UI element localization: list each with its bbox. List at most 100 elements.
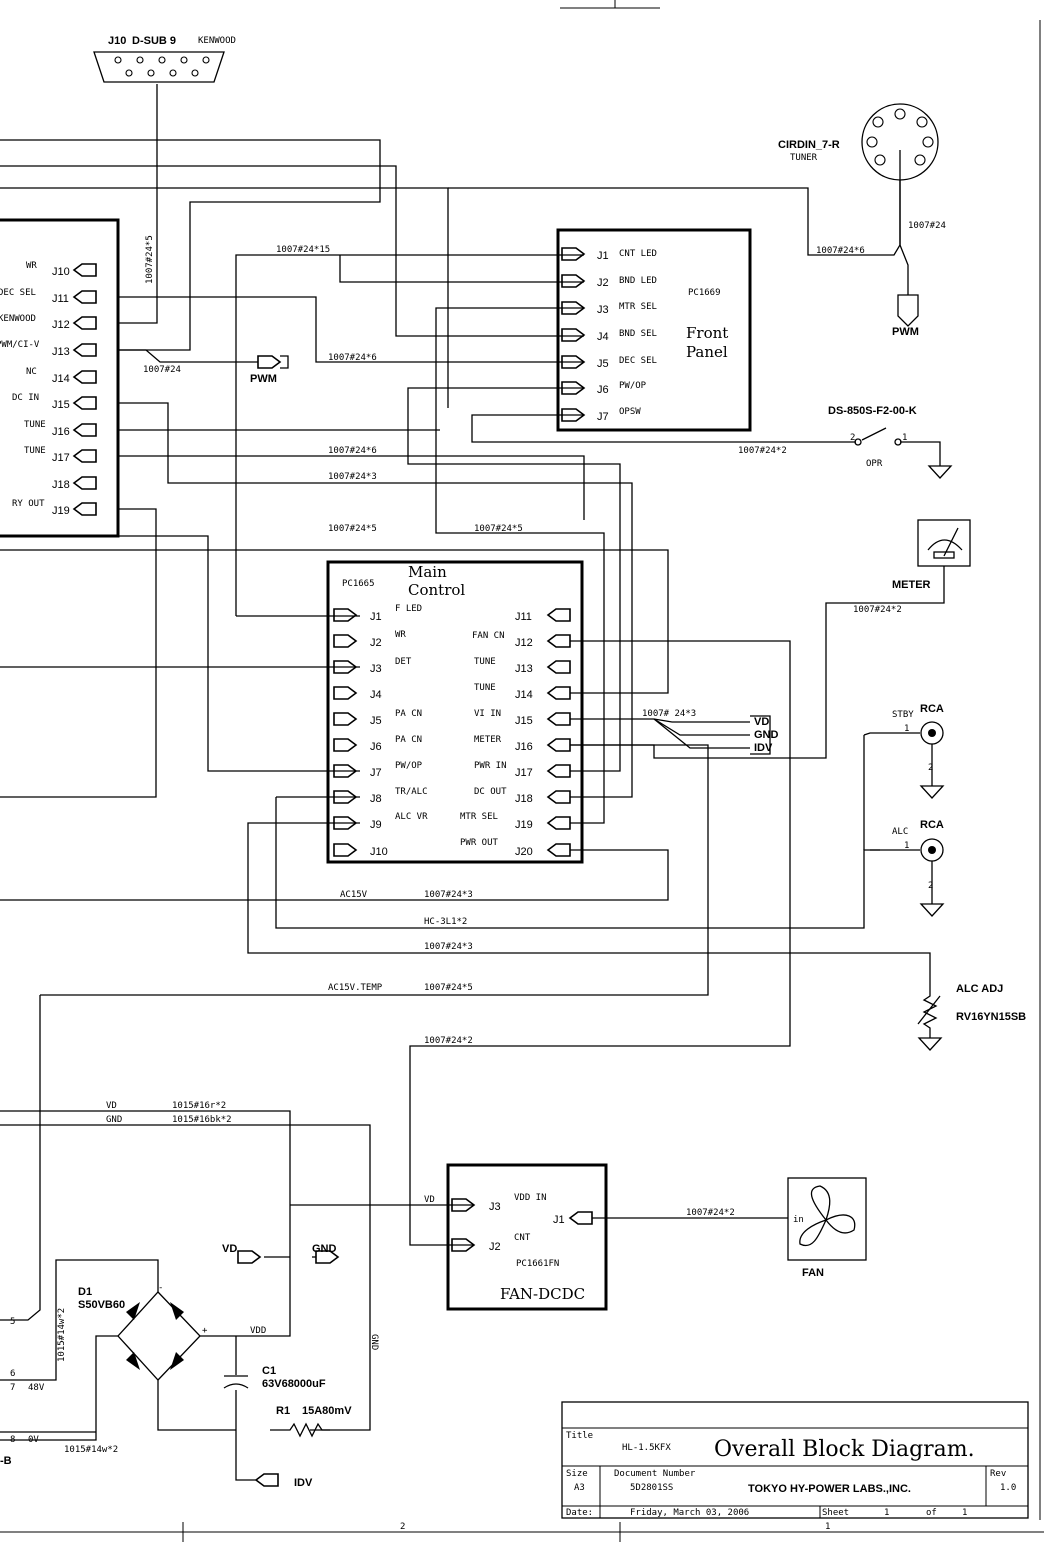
mc-rsig-1: FAN CN: [472, 631, 505, 641]
pwm-flag-left: PWM: [250, 373, 277, 385]
front-panel-pins: [561, 247, 585, 422]
fp-sig-3: BND SEL: [619, 329, 657, 339]
fp-sig-4: DEC SEL: [619, 356, 657, 366]
cable-c8: 1007#24*3: [328, 472, 377, 482]
tb-rev: 1.0: [1000, 1483, 1016, 1493]
lb-pin-2: J12: [52, 319, 70, 331]
lb-sig-6: TUNE: [24, 420, 46, 430]
idv-flag: IDV: [294, 1477, 313, 1489]
cable-c12: 1007# 24*3: [642, 709, 696, 719]
lb-pin-0: J10: [52, 266, 70, 278]
mc-rsig-2: TUNE: [474, 657, 496, 667]
mc-lsig-7: TR/ALC: [395, 787, 428, 797]
net-vd-bus: VD: [106, 1101, 117, 1111]
plus-sign: +: [202, 1326, 208, 1336]
lb-sig-1: DEC SEL: [0, 288, 36, 298]
mc-rpin-5: J16: [515, 741, 533, 753]
fp-sig-6: OPSW: [619, 407, 641, 417]
stby-rca: [920, 721, 944, 799]
fp-sig-5: PW/OP: [619, 381, 647, 391]
fp-pin-2: J3: [597, 304, 609, 316]
lb-pin-9: J19: [52, 505, 70, 517]
lb-pin-6: J16: [52, 426, 70, 438]
mc-rpin-6: J17: [515, 767, 533, 779]
mc-rsig-3: TUNE: [474, 683, 496, 693]
border-top-mark: [560, 0, 660, 9]
cable-c3: 1007#24: [143, 365, 181, 375]
mc-lpin-6: J7: [370, 767, 382, 779]
stby-pin1: 1: [904, 724, 909, 734]
net-gnd-vert: GND: [369, 1334, 379, 1350]
fp-pin-6: J7: [597, 411, 609, 423]
fp-title-2: Panel: [686, 343, 728, 361]
din-connector: [861, 103, 939, 327]
vd-flag: VD: [222, 1243, 237, 1255]
tb-company: TOKYO HY-POWER LABS.,INC.: [748, 1483, 911, 1495]
tb-title-label: Title: [566, 1431, 593, 1441]
lb-sig-0: WR: [26, 261, 37, 271]
fp-title-1: Front: [686, 324, 728, 342]
mc-lpin-5: J6: [370, 741, 382, 753]
left-board-pins: [73, 263, 97, 516]
pwr-0v: 0V: [28, 1435, 39, 1445]
mc-lsig-4: PA CN: [395, 709, 422, 719]
cable-c4: 1007#24*6: [328, 353, 377, 363]
lb-sig-2: KENWOOD: [0, 314, 36, 324]
tb-docnum-label: Document Number: [614, 1469, 696, 1479]
net-ac15vt: AC15V.TEMP: [328, 983, 383, 993]
alc-adj-part: RV16YN15SB: [956, 1011, 1026, 1023]
cable-c6: 1007#24*2: [738, 446, 787, 456]
meter-label: METER: [892, 579, 931, 591]
vdd-label: VDD: [250, 1326, 266, 1336]
dsub-type: D-SUB 9: [132, 35, 176, 47]
alc-pin2: 2: [928, 881, 933, 891]
cable-c7: 1007#24*6: [328, 446, 377, 456]
mc-lsig-1: WR: [395, 630, 406, 640]
cable-c20: 1015#14w*2: [57, 1308, 67, 1362]
cable-c11: 1007#24*2: [853, 605, 902, 615]
pwm-flag-right: PWM: [892, 326, 919, 338]
din-sub: TUNER: [790, 153, 818, 163]
fd-pin-0: J3: [489, 1201, 501, 1213]
mc-rpin-1: J12: [515, 637, 533, 649]
minus-sign: -: [158, 1283, 163, 1293]
mc-lpin-1: J2: [370, 637, 382, 649]
cable-c19: 1015#16bk*2: [172, 1115, 232, 1125]
mc-title-1: Main: [408, 563, 447, 581]
mc-rpin-9: J20: [515, 846, 533, 858]
front-panel-board: [556, 228, 752, 432]
tb-of-label: of: [926, 1508, 937, 1518]
mc-lsig-6: PW/OP: [395, 761, 423, 771]
mc-board: PC1665: [342, 579, 375, 589]
fd-title: FAN-DCDC: [500, 1285, 585, 1303]
zone-label-2: 2: [400, 1522, 405, 1532]
r1-val: 15A80mV: [302, 1405, 352, 1417]
pwr-48v: 48V: [28, 1383, 45, 1393]
c1-ref: C1: [262, 1365, 276, 1377]
fd-sig-0: VDD IN: [514, 1193, 547, 1203]
fan-label: FAN: [802, 1267, 824, 1279]
lb-sig-3: PWM/CI-V: [0, 340, 40, 350]
fp-sig-1: BND LED: [619, 276, 657, 286]
mc-lpin-0: J1: [370, 611, 382, 623]
lb-sig-7: TUNE: [24, 446, 46, 456]
alc-rca: [920, 838, 944, 917]
din-ref: CIRDIN_7-R: [778, 139, 840, 151]
meter-symbol: [917, 519, 971, 567]
tb-rev-label: Rev: [990, 1469, 1006, 1479]
mc-rsig-6: PWR IN: [474, 761, 507, 771]
pwr-pin-6: 6: [10, 1369, 15, 1379]
d1-val: S50VB60: [78, 1299, 125, 1311]
fd-pin-2: J1: [553, 1214, 565, 1226]
fd-pin-1: J2: [489, 1241, 501, 1253]
switch-ref: DS-850S-F2-00-K: [828, 405, 917, 417]
tb-model: HL-1.5KFX: [622, 1443, 671, 1453]
fp-sig-0: CNT LED: [619, 249, 657, 259]
lb-pin-4: J14: [52, 373, 70, 385]
wiring: [0, 84, 945, 1481]
fp-pin-4: J5: [597, 358, 609, 370]
lb-pin-1: J11: [52, 293, 69, 305]
tb-date: Friday, March 03, 2006: [630, 1508, 749, 1518]
tb-of: 1: [962, 1508, 967, 1518]
dsub-brand: KENWOOD: [198, 36, 236, 46]
